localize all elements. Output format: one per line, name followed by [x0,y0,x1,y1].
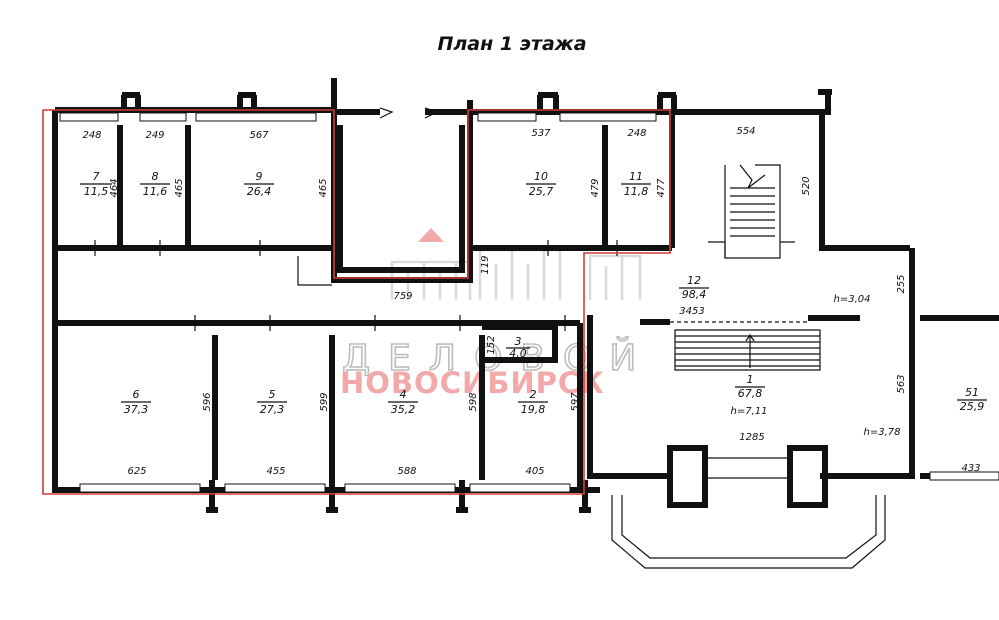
dim-label: 537 [531,128,551,139]
dim-label: 759 [393,291,412,302]
svg-text:4,0: 4,0 [509,347,527,360]
room-7: 711,5 [80,170,112,198]
dim-label: 249 [145,130,164,141]
dim-label: 563 [896,374,907,393]
svg-text:11: 11 [629,170,643,183]
room-2: 219,8 [518,388,548,416]
svg-text:3: 3 [515,335,522,348]
svg-text:67,8: 67,8 [738,387,763,400]
dim-label: 520 [801,176,812,195]
room-8: 811,6 [140,170,170,198]
svg-text:4: 4 [400,388,407,401]
dim-label: 119 [480,255,491,274]
height-label: h=3,04 [834,294,871,305]
svg-text:10: 10 [534,170,548,183]
svg-text:25,9: 25,9 [960,400,985,413]
dim-label: 465 [174,178,185,197]
watermark-roof-icon [418,228,444,242]
dim-label: 464 [109,178,120,197]
dim-label: 455 [266,466,285,477]
dim-label: 597 [570,392,581,412]
dim-label: 152 [486,335,497,354]
svg-text:26,4: 26,4 [247,185,272,198]
svg-text:25,7: 25,7 [529,185,554,198]
dim-label: 598 [468,392,479,411]
dim-label: 599 [319,392,330,411]
plan-title: План 1 этажа [437,33,586,55]
room-3: 34,0 [506,335,530,360]
dim-label: 1285 [739,432,764,443]
svg-text:11,8: 11,8 [624,185,649,198]
dim-label: 405 [525,466,544,477]
watermark-buildings-icon [390,248,642,300]
svg-text:9: 9 [256,170,263,183]
details [94,107,911,331]
svg-text:37,3: 37,3 [124,403,149,416]
height-label: h=3,78 [864,427,901,438]
dim-label: 255 [896,274,907,293]
watermark-line2: НОВОСИБИРСК [340,366,605,400]
svg-text:11,5: 11,5 [84,185,109,198]
dim-label: 479 [590,178,601,197]
svg-text:5: 5 [269,388,276,401]
height-labels: h=3,04 h=7,11 h=3,78 [731,294,901,438]
dim-label: 248 [627,128,646,139]
svg-text:8: 8 [152,170,159,183]
dim-label: 567 [249,130,269,141]
svg-text:12: 12 [687,274,701,287]
highlight-outline [42,109,671,495]
room-11: 11 11,8 [621,170,651,198]
dim-label: 248 [82,130,101,141]
svg-text:2: 2 [530,388,537,401]
dim-label: 588 [397,466,416,477]
room-1: 167,8 [735,373,765,400]
room-9: 926,4 [244,170,274,198]
room-6: 637,3 [121,388,151,416]
svg-text:35,2: 35,2 [391,403,416,416]
dim-label: 625 [127,466,146,477]
height-label: h=7,11 [731,406,768,417]
dim-label: 596 [202,392,213,411]
room-10: 10 25,7 [526,170,556,198]
stairs [674,164,821,371]
dim-label: 554 [736,126,755,137]
svg-text:1: 1 [747,373,754,386]
svg-text:51: 51 [965,386,979,399]
svg-text:98,4: 98,4 [682,288,707,301]
svg-text:7: 7 [93,170,100,183]
windows [59,112,999,493]
dim-label: 433 [961,463,980,474]
room-5: 527,3 [257,388,287,416]
svg-text:19,8: 19,8 [521,403,546,416]
dim-label: 3453 [679,306,704,317]
dim-label: 477 [656,178,667,198]
svg-text:6: 6 [133,388,140,401]
dim-label: 465 [318,178,329,197]
svg-text:11,6: 11,6 [143,185,168,198]
room-4: 435,2 [388,388,418,416]
dimension-labels: 248 249 567 537 248 554 464 465 465 479 … [82,126,980,477]
svg-text:27,3: 27,3 [260,403,285,416]
